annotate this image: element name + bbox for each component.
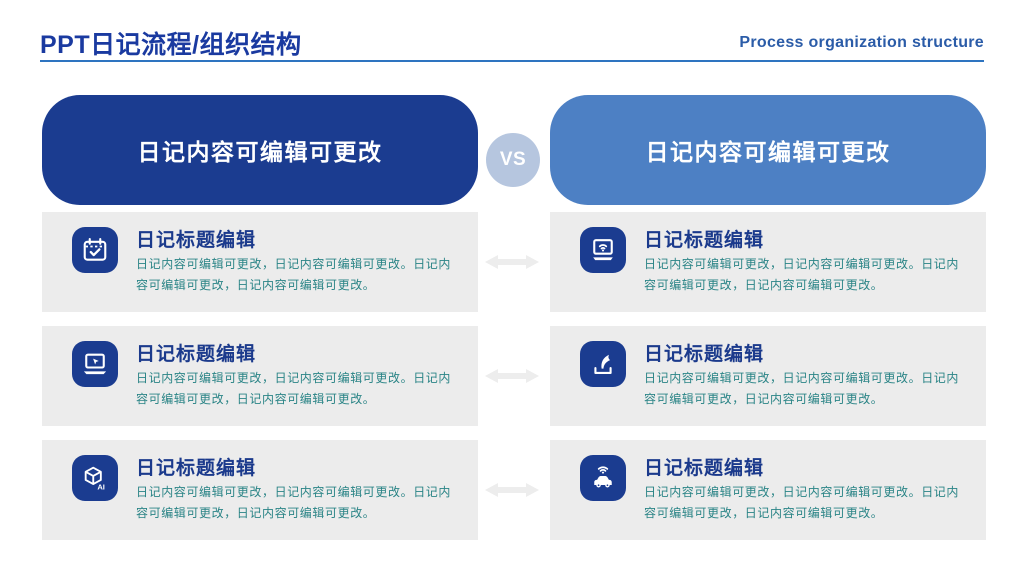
title-underline [40,60,984,62]
page-subtitle: Process organization structure [739,34,984,51]
svg-text:AI: AI [97,482,105,491]
laptop-wifi-icon [593,239,613,261]
connected-car-icon [594,466,612,488]
list-item: 日记标题编辑 日记内容可编辑可更改，日记内容可编辑可更改。日记内容可编辑可更改，… [550,326,986,426]
list-item: 日记标题编辑 日记内容可编辑可更改，日记内容可编辑可更改。日记内容可编辑可更改，… [42,326,478,426]
page-title: PPT日记流程/组织结构 [40,31,302,59]
double-arrow-icon [485,369,539,383]
list-item: 日记标题编辑 日记内容可编辑可更改，日记内容可编辑可更改。日记内容可编辑可更改，… [550,440,986,540]
item-title: 日记标题编辑 [136,344,257,365]
item-title: 日记标题编辑 [644,230,765,251]
calendar-check-icon [83,237,107,261]
list-item: 日记标题编辑 日记内容可编辑可更改，日记内容可编辑可更改。日记内容可编辑可更改，… [42,212,478,312]
double-arrow-icon [485,255,539,269]
ai-cube-icon: AI [84,466,105,491]
right-column-header: 日记内容可编辑可更改 [550,95,986,205]
laptop-cursor-icon [83,353,107,375]
item-title: 日记标题编辑 [644,344,765,365]
list-item: 日记标题编辑 日记内容可编辑可更改，日记内容可编辑可更改。日记内容可编辑可更改，… [550,212,986,312]
icon-tile [580,455,626,501]
item-body: 日记内容可编辑可更改，日记内容可编辑可更改。日记内容可编辑可更改，日记内容可编辑… [644,485,960,520]
icon-tile [72,227,118,273]
list-item: AI 日记标题编辑 日记内容可编辑可更改，日记内容可编辑可更改。日记内容可编辑可… [42,440,478,540]
item-title: 日记标题编辑 [136,230,257,251]
item-body: 日记内容可编辑可更改，日记内容可编辑可更改。日记内容可编辑可更改，日记内容可编辑… [644,371,960,406]
icon-tile: AI [72,455,118,501]
item-title: 日记标题编辑 [644,458,765,479]
icon-tile [580,227,626,273]
double-arrow-icon [485,483,539,497]
item-body: 日记内容可编辑可更改，日记内容可编辑可更改。日记内容可编辑可更改，日记内容可编辑… [136,257,452,292]
icon-tile [72,341,118,387]
vs-badge: VS [486,133,540,187]
item-body: 日记内容可编辑可更改，日记内容可编辑可更改。日记内容可编辑可更改，日记内容可编辑… [136,485,452,520]
left-column-header: 日记内容可编辑可更改 [42,95,478,205]
icon-tile [580,341,626,387]
upload-arrow-icon [594,354,612,375]
item-title: 日记标题编辑 [136,458,257,479]
item-body: 日记内容可编辑可更改，日记内容可编辑可更改。日记内容可编辑可更改，日记内容可编辑… [136,371,452,406]
item-body: 日记内容可编辑可更改，日记内容可编辑可更改。日记内容可编辑可更改，日记内容可编辑… [644,257,960,292]
